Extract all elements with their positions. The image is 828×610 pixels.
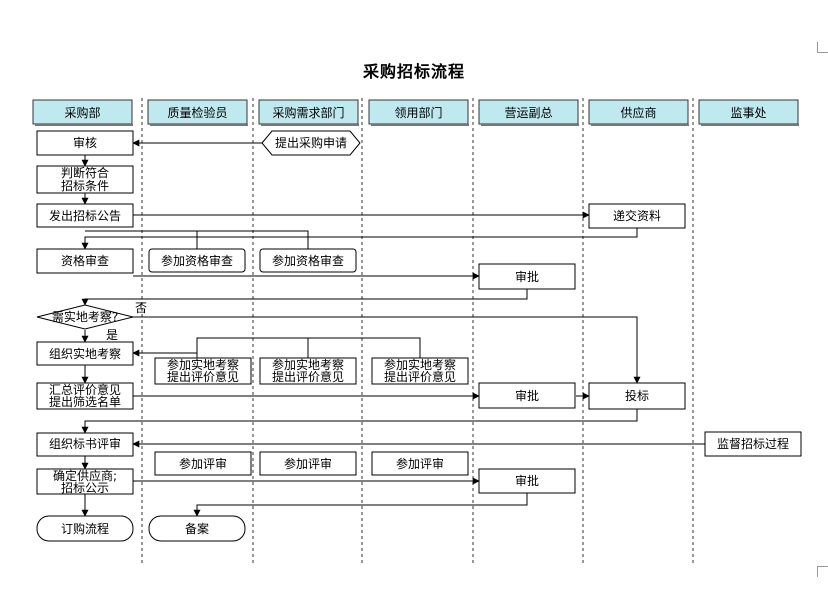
zige-xuqiu-box: [259, 248, 357, 273]
ps-zj-box: [154, 451, 252, 476]
beian-label: 备案: [185, 521, 209, 536]
diagram-title: 采购招标流程: [362, 62, 465, 81]
kc-zj-box: [154, 357, 252, 385]
shenhe-label: 审核: [73, 135, 97, 150]
shenpi-2-label: 审批: [515, 388, 539, 403]
kc-xq-label-1: 参加实地考察: [272, 357, 344, 372]
queding-box: [36, 468, 134, 495]
tichu-hexagon: [261, 130, 361, 156]
shenpi-3-box: [478, 468, 576, 494]
toubiao-label: 投标: [625, 388, 649, 403]
fachu-box: [36, 203, 134, 228]
lane-header-box: [258, 99, 359, 125]
ps-zj-label: 参加评审: [179, 456, 227, 471]
zige-xuqiu-label: 参加资格审查: [272, 253, 344, 268]
toubiao-box: [588, 382, 686, 410]
xu-label: 需实地考察?: [52, 309, 118, 324]
dinggou-label: 订购流程: [61, 521, 109, 536]
queding-label-2: 招标公示: [61, 481, 109, 495]
kc-zj-label-2: 提出评价意见: [167, 369, 239, 384]
queding-label-1: 确定供应商;: [53, 468, 117, 483]
zige-label: 资格审查: [61, 253, 109, 268]
lane-dividers: [141, 98, 694, 566]
shenhe-box: [36, 130, 134, 156]
ps-xq-box: [259, 451, 357, 476]
panduan-label-2: 招标条件: [61, 179, 109, 193]
lane-header-label: 领用部门: [394, 105, 442, 120]
node-shapes: [36, 130, 802, 542]
lane-header-label: 营运副总: [504, 106, 552, 120]
lane-header-label: 采购部: [64, 105, 100, 120]
huizong-label-2: 提出筛选名单: [49, 394, 121, 409]
lane-header-label: 监事处: [730, 106, 766, 120]
dijiao-label: 递交资料: [613, 208, 661, 223]
shenpi-1-box: [478, 263, 576, 290]
ps-ly-label: 参加评审: [396, 456, 444, 471]
zige-zhijian-box: [148, 248, 246, 273]
lane-header-box: [588, 99, 689, 125]
crop-mark-top-right: [817, 42, 828, 53]
fachu-label: 发出招标公告: [49, 208, 121, 223]
shenpi-2-box: [478, 382, 576, 409]
dinggou-terminal: [36, 515, 134, 542]
zige-zhijian-label: 参加资格审查: [161, 253, 233, 268]
lane-header-box: [478, 99, 579, 125]
lane-header-box: [368, 99, 469, 125]
huizong-label-1: 汇总评价意见: [49, 382, 121, 397]
shenpi-3-label: 审批: [515, 473, 539, 488]
kc-zj-label-1: 参加实地考察: [167, 357, 239, 372]
panduan-label-1: 判断符合: [61, 165, 109, 180]
shenpi-1-label: 审批: [515, 269, 539, 284]
kc-xq-label-2: 提出评价意见: [272, 369, 344, 384]
biaoshu-box: [36, 432, 134, 457]
beian-terminal: [148, 515, 246, 542]
lane-header-label: 质量检验员: [167, 105, 227, 120]
lane-header-box: [147, 99, 248, 125]
ps-ly-box: [371, 451, 469, 476]
lane-header-label: 供应商: [620, 105, 656, 120]
kc-ly-box: [371, 357, 469, 385]
xu-diamond: [36, 304, 134, 330]
jiandu-label: 监督招标过程: [717, 436, 789, 451]
tichu-label: 提出采购申请: [275, 135, 347, 150]
zige-box: [36, 248, 134, 274]
shi-label: 是: [106, 328, 118, 342]
kc-ly-label-2: 提出评价意见: [384, 369, 456, 384]
dijiao-box: [588, 203, 686, 229]
biaoshu-label: 组织标书评审: [49, 436, 121, 451]
lane-header-box: [32, 99, 133, 125]
lane-header-label: 采购需求部门: [272, 105, 344, 120]
ps-xq-label: 参加评审: [284, 456, 332, 471]
zuzhi-box: [36, 341, 134, 366]
huizong-box: [36, 382, 134, 410]
connectors: [81, 139, 705, 517]
zuzhi-label: 组织实地考察: [49, 346, 121, 361]
kc-xq-box: [259, 357, 357, 385]
kc-ly-label-1: 参加实地考察: [384, 357, 456, 372]
panduan-box: [36, 165, 134, 194]
crop-mark-bottom-right: [817, 566, 828, 577]
jiandu-box: [704, 431, 802, 457]
fou-label: 否: [135, 301, 147, 315]
